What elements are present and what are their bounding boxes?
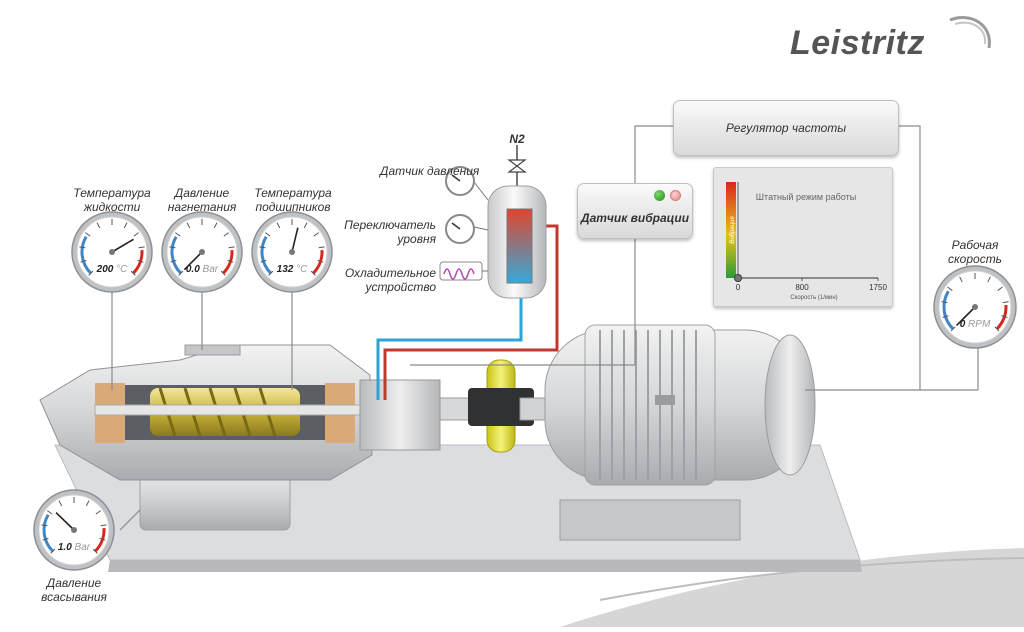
nitrogen-label: N2 (509, 132, 525, 146)
operating-speed-gauge (933, 265, 1017, 349)
vibration-scale-bar (726, 182, 736, 278)
level-switch-label: Переключатель уровня (344, 218, 436, 246)
tank-pressure-sensor-label: Датчик давления (380, 164, 480, 178)
vibration-sensor-label: Датчик вибрации (580, 211, 690, 225)
fluid-temperature-gauge (71, 211, 153, 293)
brand-swoosh-icon (949, 16, 991, 49)
screw-pump (39, 344, 491, 531)
discharge-pressure-unit: Bar (199, 264, 219, 275)
chart-title: Штатный режим работы (756, 192, 856, 202)
cooler-label: Охладительное устройство (344, 266, 436, 294)
bearing-temperature-unit: °C (293, 264, 308, 275)
operating-speed-value: 0 (959, 319, 966, 330)
status-led-green-icon (654, 190, 665, 201)
cooler-coil-icon (439, 261, 483, 281)
discharge-pressure-gauge (161, 211, 243, 293)
bearing-temperature-gauge (251, 211, 333, 293)
suction-pressure-gauge (33, 489, 115, 571)
fluid-temperature-reading: 200 °C (82, 264, 142, 275)
suction-pressure-value: 1.0 (57, 542, 72, 553)
x-tick-label: 1750 (869, 283, 887, 292)
fluid-temperature-title: Температура жидкости (73, 186, 151, 214)
hot-line (383, 224, 559, 400)
status-led-red-icon (670, 190, 681, 201)
y-axis-label: Вибрация (730, 216, 736, 244)
level-switch-gauge-icon (445, 214, 475, 244)
valve-icon (507, 159, 527, 173)
buffer-tank (473, 145, 547, 299)
discharge-pressure-value: 0.0 (185, 264, 200, 275)
fluid-temperature-unit: °C (113, 264, 128, 275)
discharge-pressure-title: Давление нагнетания (167, 186, 237, 214)
suction-pressure-unit: Bar (71, 542, 91, 553)
discharge-pressure-reading: 0.0 Bar (172, 264, 232, 275)
fluid-temperature-value: 200 (96, 264, 114, 275)
x-tick-label: 0 (736, 283, 741, 292)
suction-pressure-reading: 1.0 Bar (44, 542, 104, 553)
frequency-controller: Регулятор частоты (673, 100, 899, 156)
frequency-controller-label: Регулятор частоты (725, 121, 847, 135)
operating-point (734, 274, 742, 282)
cold-line (376, 272, 523, 400)
suction-pressure-title: Давление всасывания (41, 576, 107, 604)
x-tick-label: 800 (795, 283, 809, 292)
x-axis-label: Скорость (1/мин) (790, 295, 837, 301)
vibration-sensor: Датчик вибрации (577, 183, 693, 239)
bearing-temperature-reading: 132 °C (262, 264, 322, 275)
decorative-swoosh (560, 548, 1024, 627)
tank-pressure-gauge-icon (445, 166, 475, 196)
bearing-temperature-value: 132 (276, 264, 294, 275)
operating-speed-reading: 0 RPM (945, 319, 1005, 330)
operating-speed-title: Рабочая скорость (948, 238, 1002, 266)
bearing-temperature-title: Температура подшипников (254, 186, 332, 214)
brand-logo: Leistritz (790, 24, 925, 62)
operating-speed-unit: RPM (965, 319, 991, 330)
